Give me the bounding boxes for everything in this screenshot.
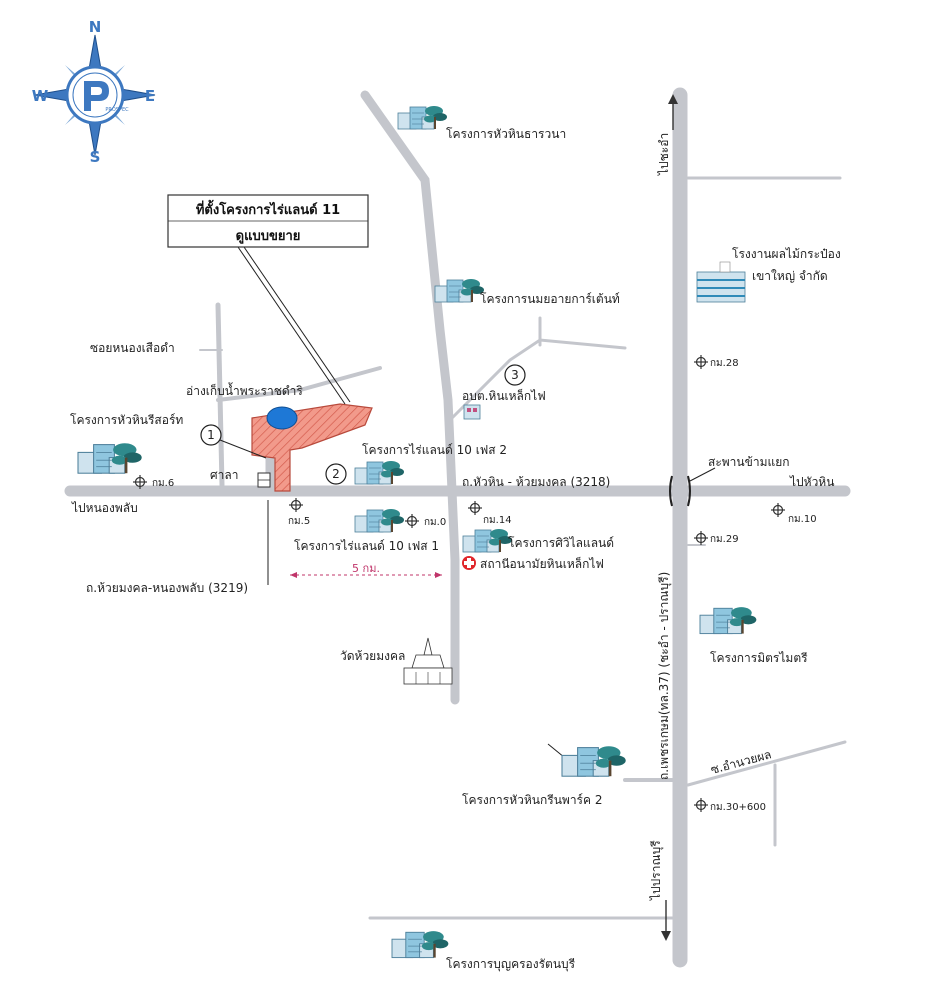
compass-n: N [89,18,102,36]
label-nong-suea-dam: ซอยหนองเสือดำ [90,341,175,355]
label-huahin-thanwana: โครงการหัวหินธารวนา [446,127,566,141]
label-bunkrong: โครงการบุญครองรัตนบุรี [446,957,576,972]
label-mitrmaitri: โครงการมิตรไมตรี [710,651,808,665]
sala-icon [257,472,271,488]
label-rai-land-10-p1: โครงการไร่แลนด์ 10 เฟส 1 [294,539,439,553]
building-icon-rai-land-p1 [354,508,405,533]
km30-marker-icon [693,797,709,813]
road-north-thanwana [360,90,460,705]
label-health-station: สถานีอนามัยหินเหล็กไฟ [480,556,604,571]
label-reservoir: อ่างเก็บน้ำพระราชดำริ [186,382,303,398]
km10-marker-icon [770,502,786,518]
label-soi-amnuay-phon: ซ.อำนวยผล [709,747,773,777]
label-km28: กม.28 [710,358,739,369]
compass-e: E [145,87,155,105]
km14-marker-icon [467,500,483,516]
label-km30: กม.30+600 [710,802,766,813]
label-km14: กม.14 [483,515,512,526]
temple-icon [403,637,453,685]
label-huahin-huai-mongkol-road: ถ.หัวหิน - ห้วยมงคล (3218) [462,475,610,489]
label-km29: กม.29 [710,534,739,545]
label-phetkasem-road: ถ.เพชรเกษม(ทล.37) (ชะอำ - ปราณบุรี) [657,572,672,780]
flyover-bridge-icon [669,475,691,507]
building-icon-green-park [561,745,627,777]
title-box [167,194,369,248]
compass-logo-text: PROSPEC [105,107,129,113]
label-flyover: สะพานข้ามแยก [708,455,790,469]
label-fruit-factory-1: โรงงานผลไม้กระป๋อง [732,247,841,261]
office-icon [463,404,481,420]
road-soi-amnuay-phon [686,740,847,787]
label-to-cha-am: ไปชะอำ [657,133,671,176]
road-to-point3 [448,338,627,422]
compass-w: W [32,87,49,105]
road-km5-connector [215,302,225,488]
label-wat-huai-mongkol: วัดห้วยมงคล [340,649,405,663]
label-to-huahin: ไปหัวหิน [789,475,834,489]
arrow-down-icon [661,900,671,941]
road-network [64,87,851,968]
label-huai-mongkol-nong-phlap-road: ถ.ห้วยมงคล-หนองพลับ (3219) [86,581,248,595]
building-icon-bunkrong [391,930,449,959]
building-icon-siwilai [462,528,513,553]
label-to-nong-phlap: ไปหนองพลับ [71,501,138,515]
hospital-icon [462,556,476,570]
arrow-up-icon [668,94,678,130]
distance-dimension [290,572,442,578]
label-huahin-resort: โครงการหัวหินรีสอร์ท [70,413,183,427]
title-line1: ที่ตั้งโครงการไร่แลนด์ 11 [196,199,340,218]
km0-marker-icon [404,513,420,529]
point-marker-1 [200,424,222,446]
factory-icon [696,261,746,303]
point-number-1: 1 [207,428,215,442]
label-km6: กม.6 [152,478,174,489]
label-distance: 5 กม. [352,562,380,575]
title-line2: ดูแบบขยาย [236,229,301,244]
building-icon-thanwana [397,105,448,130]
km5-marker-icon [288,497,304,513]
label-fruit-factory-2: เขาใหญ่ จำกัด [752,269,828,283]
km29-marker-icon [693,530,709,546]
label-siwilai-land: โครงการศิวิไลแลนด์ [508,536,614,550]
compass-rose [34,34,156,156]
road-reservoir-access [216,366,382,402]
label-km0: กม.0 [424,517,446,528]
building-icon-resort [77,442,143,474]
compass-s: S [90,148,101,166]
point-number-3: 3 [511,368,519,382]
label-nomyai-tent: โครงการนมยอายการ์เต้นท์ [480,292,620,306]
building-icon-mitrmaitri [699,606,757,635]
label-rai-land-10-p2: โครงการไร่แลนด์ 10 เฟส 2 [362,443,507,457]
label-sala: ศาลา [210,468,238,482]
building-icon-nomyai [434,278,485,303]
label-km10: กม.10 [788,514,817,525]
reservoir-water [266,406,298,430]
label-to-pranburi: ไปปราณบุรี [649,840,664,901]
km28-marker-icon [693,354,709,370]
point-number-2: 2 [332,467,340,481]
label-hin-lek-fai-office: อบต.หินเหล็กไฟ [462,388,546,403]
point-marker-3 [504,364,526,386]
label-huahin-green-park: โครงการหัวหินกรีนพาร์ค 2 [462,793,602,807]
point-marker-2 [325,463,347,485]
label-km5: กม.5 [288,516,310,527]
building-icon-rai-land-p2 [354,460,405,485]
